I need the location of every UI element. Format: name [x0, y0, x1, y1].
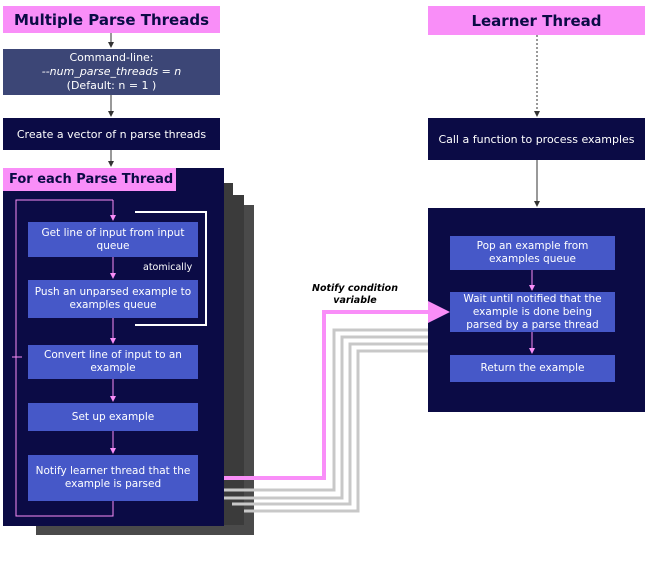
notify-condition-line2: variable: [333, 295, 377, 306]
notify-condition-label: Notify condition variable: [300, 283, 410, 307]
parse-step-convert-line: Convert line of input to an example: [28, 345, 198, 379]
atomic-bracket: [135, 211, 207, 326]
atomically-label: atomically: [143, 262, 193, 273]
pink-notify-arrowhead: [428, 301, 450, 323]
gray-notify-line-3: [232, 342, 428, 506]
cmdline-line1: Command-line:: [69, 51, 154, 64]
gray-notify-line-4: [244, 349, 428, 513]
parse-step-push-example: Push an unparsed example to examples que…: [28, 280, 198, 318]
cmdline-box: Command-line: --num_parse_threads = n (D…: [3, 49, 220, 95]
parse-step-setup-example: Set up example: [28, 403, 198, 431]
pink-notify-line: [224, 310, 430, 480]
notify-condition-line1: Notify condition: [312, 283, 398, 294]
learner-step-return-example: Return the example: [450, 355, 615, 382]
loop-return-line: [15, 199, 114, 517]
right-header: Learner Thread: [428, 6, 645, 35]
learner-step-pop-example: Pop an example from examples queue: [450, 236, 615, 270]
learner-step-wait-notified: Wait until notified that the example is …: [450, 292, 615, 332]
create-vector-box: Create a vector of n parse threads: [3, 118, 220, 150]
gray-notify-line-2: [224, 335, 428, 500]
for-each-parse-thread-label: For each Parse Thread: [3, 168, 176, 191]
gray-notify-line-1: [224, 328, 428, 492]
parse-step-notify-learner: Notify learner thread that the example i…: [28, 455, 198, 501]
call-function-box: Call a function to process examples: [428, 118, 645, 160]
parse-step-get-line: Get line of input from input queue: [28, 222, 198, 257]
left-header: Multiple Parse Threads: [3, 6, 220, 33]
cmdline-line3: (Default: n = 1 ): [66, 79, 157, 92]
cmdline-line2: --num_parse_threads = n: [41, 65, 182, 78]
